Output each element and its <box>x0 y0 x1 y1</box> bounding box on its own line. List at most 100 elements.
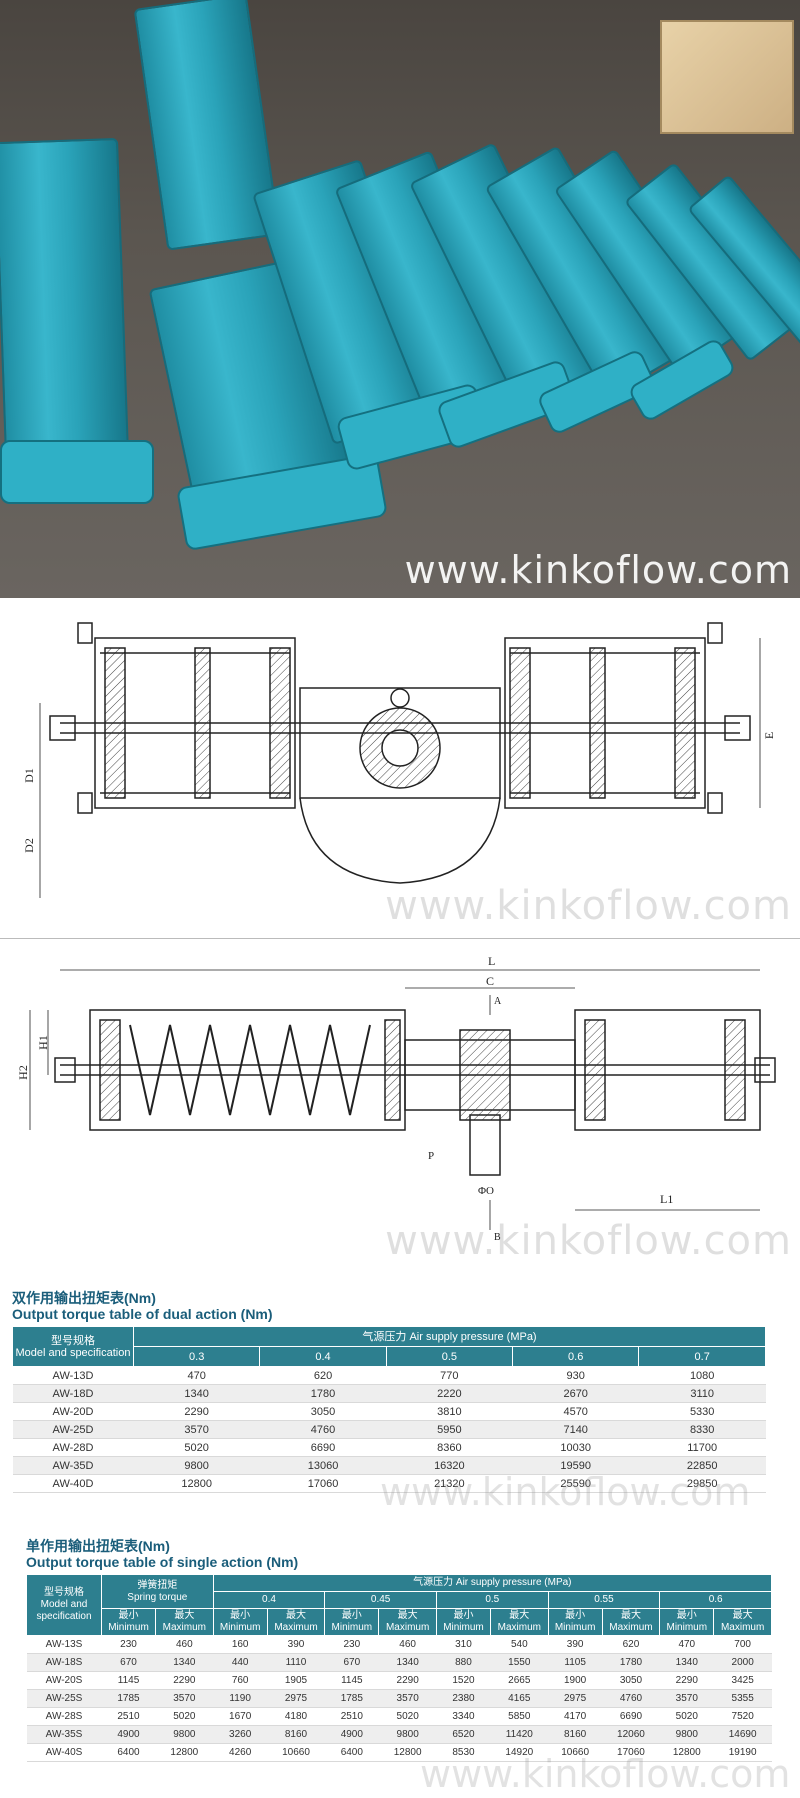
torque-cell: 6690 <box>602 1707 660 1726</box>
torque-cell: 760 <box>213 1671 268 1690</box>
max-header-en: Maximum <box>385 1622 430 1633</box>
torque-cell: 3570 <box>659 1689 714 1708</box>
torque-cell: 14920 <box>490 1743 549 1762</box>
torque-cell: 1145 <box>324 1671 379 1690</box>
torque-cell: 1080 <box>638 1366 766 1385</box>
dual-action-table: 型号规格 Model and specification 气源压力 Air su… <box>12 1326 766 1493</box>
max-header-en: Maximum <box>609 1622 653 1633</box>
min-header-cn: 最小 <box>453 1610 474 1621</box>
watermark: www.kinkoflow.com <box>380 1470 751 1514</box>
torque-cell: 1110 <box>267 1653 325 1672</box>
model-cell: AW-28S <box>26 1707 102 1726</box>
max-header-cn: 最大 <box>509 1610 530 1621</box>
torque-cell: 2665 <box>490 1671 549 1690</box>
torque-cell: 5950 <box>386 1420 513 1439</box>
torque-cell: 4170 <box>548 1707 603 1726</box>
torque-cell: 1340 <box>659 1653 714 1672</box>
torque-cell: 4180 <box>267 1707 325 1726</box>
torque-cell: 160 <box>213 1635 268 1654</box>
torque-cell: 2290 <box>155 1671 214 1690</box>
torque-cell: 7140 <box>512 1420 639 1439</box>
model-header-en: Model and specification <box>15 1346 131 1359</box>
dual-action-schematic <box>39 622 761 898</box>
torque-cell: 3570 <box>133 1420 260 1439</box>
model-header-cn: 型号规格 <box>51 1334 95 1347</box>
model-cell: AW-28D <box>12 1438 134 1457</box>
torque-cell: 11700 <box>638 1438 766 1457</box>
torque-cell: 3340 <box>436 1707 491 1726</box>
dim-label-h2: H2 <box>15 1065 30 1080</box>
torque-cell: 3050 <box>602 1671 660 1690</box>
pressure-header: 气源压力 Air supply pressure (MPa) <box>212 1574 773 1592</box>
torque-cell: 19190 <box>713 1743 772 1762</box>
torque-cell: 13060 <box>259 1456 387 1475</box>
torque-cell: 11420 <box>490 1725 549 1744</box>
watermark: www.kinkoflow.com <box>385 1218 792 1264</box>
model-cell: AW-18D <box>12 1384 134 1403</box>
torque-cell: 29850 <box>638 1474 766 1493</box>
dim-label-e: E <box>762 731 777 740</box>
torque-cell: 3810 <box>386 1402 513 1421</box>
single-action-schematic <box>29 969 776 1230</box>
spring-header-cn: 弹簧扭矩 <box>137 1579 178 1591</box>
model-header-en: Model and specification <box>36 1599 92 1622</box>
model-cell: AW-18S <box>26 1653 102 1672</box>
torque-cell: 700 <box>713 1635 772 1654</box>
torque-cell: 8160 <box>548 1725 603 1744</box>
pressure-col: 0.7 <box>638 1346 766 1367</box>
torque-cell: 3050 <box>259 1402 387 1421</box>
torque-cell: 540 <box>490 1635 549 1654</box>
torque-cell: 2510 <box>101 1707 156 1726</box>
torque-cell: 5020 <box>378 1707 437 1726</box>
torque-cell: 8360 <box>386 1438 513 1457</box>
min-header-cn: 最小 <box>341 1610 362 1621</box>
dim-label-d1: D1 <box>21 768 36 783</box>
min-header-cn: 最小 <box>565 1610 586 1621</box>
torque-cell: 9800 <box>133 1456 260 1475</box>
torque-cell: 12800 <box>133 1474 260 1493</box>
torque-cell: 4760 <box>602 1689 660 1708</box>
torque-cell: 230 <box>101 1635 156 1654</box>
torque-cell: 17060 <box>602 1743 660 1762</box>
model-cell: AW-13S <box>26 1635 102 1654</box>
torque-cell: 21320 <box>386 1474 513 1493</box>
dim-label-p: P <box>428 1150 435 1162</box>
torque-cell: 230 <box>324 1635 379 1654</box>
max-header-cn: 最大 <box>285 1610 306 1621</box>
torque-cell: 5850 <box>490 1707 549 1726</box>
torque-cell: 3260 <box>213 1725 268 1744</box>
max-header-en: Maximum <box>497 1622 541 1633</box>
torque-cell: 470 <box>133 1366 260 1385</box>
torque-cell: 9800 <box>659 1725 714 1744</box>
max-header-en: Maximum <box>274 1622 318 1633</box>
model-header-cn: 型号规格 <box>44 1587 84 1598</box>
pressure-col: 0.3 <box>132 1346 261 1367</box>
model-header: 型号规格 Model and specification <box>26 1574 102 1636</box>
dim-label-l: L <box>488 954 496 968</box>
min-header-en: Minimum <box>331 1622 373 1633</box>
torque-cell: 4900 <box>101 1725 156 1744</box>
torque-cell: 1340 <box>133 1384 260 1403</box>
min-header-en: Minimum <box>554 1622 596 1633</box>
min-header-cn: 最小 <box>118 1610 139 1621</box>
torque-cell: 22850 <box>638 1456 766 1475</box>
torque-cell: 8330 <box>638 1420 766 1439</box>
torque-cell: 460 <box>155 1635 214 1654</box>
torque-cell: 440 <box>213 1653 268 1672</box>
torque-cell: 5355 <box>713 1689 772 1708</box>
min-header-cn: 最小 <box>676 1610 697 1621</box>
dim-label-l1: L1 <box>660 1192 674 1206</box>
model-cell: AW-25S <box>26 1689 102 1708</box>
